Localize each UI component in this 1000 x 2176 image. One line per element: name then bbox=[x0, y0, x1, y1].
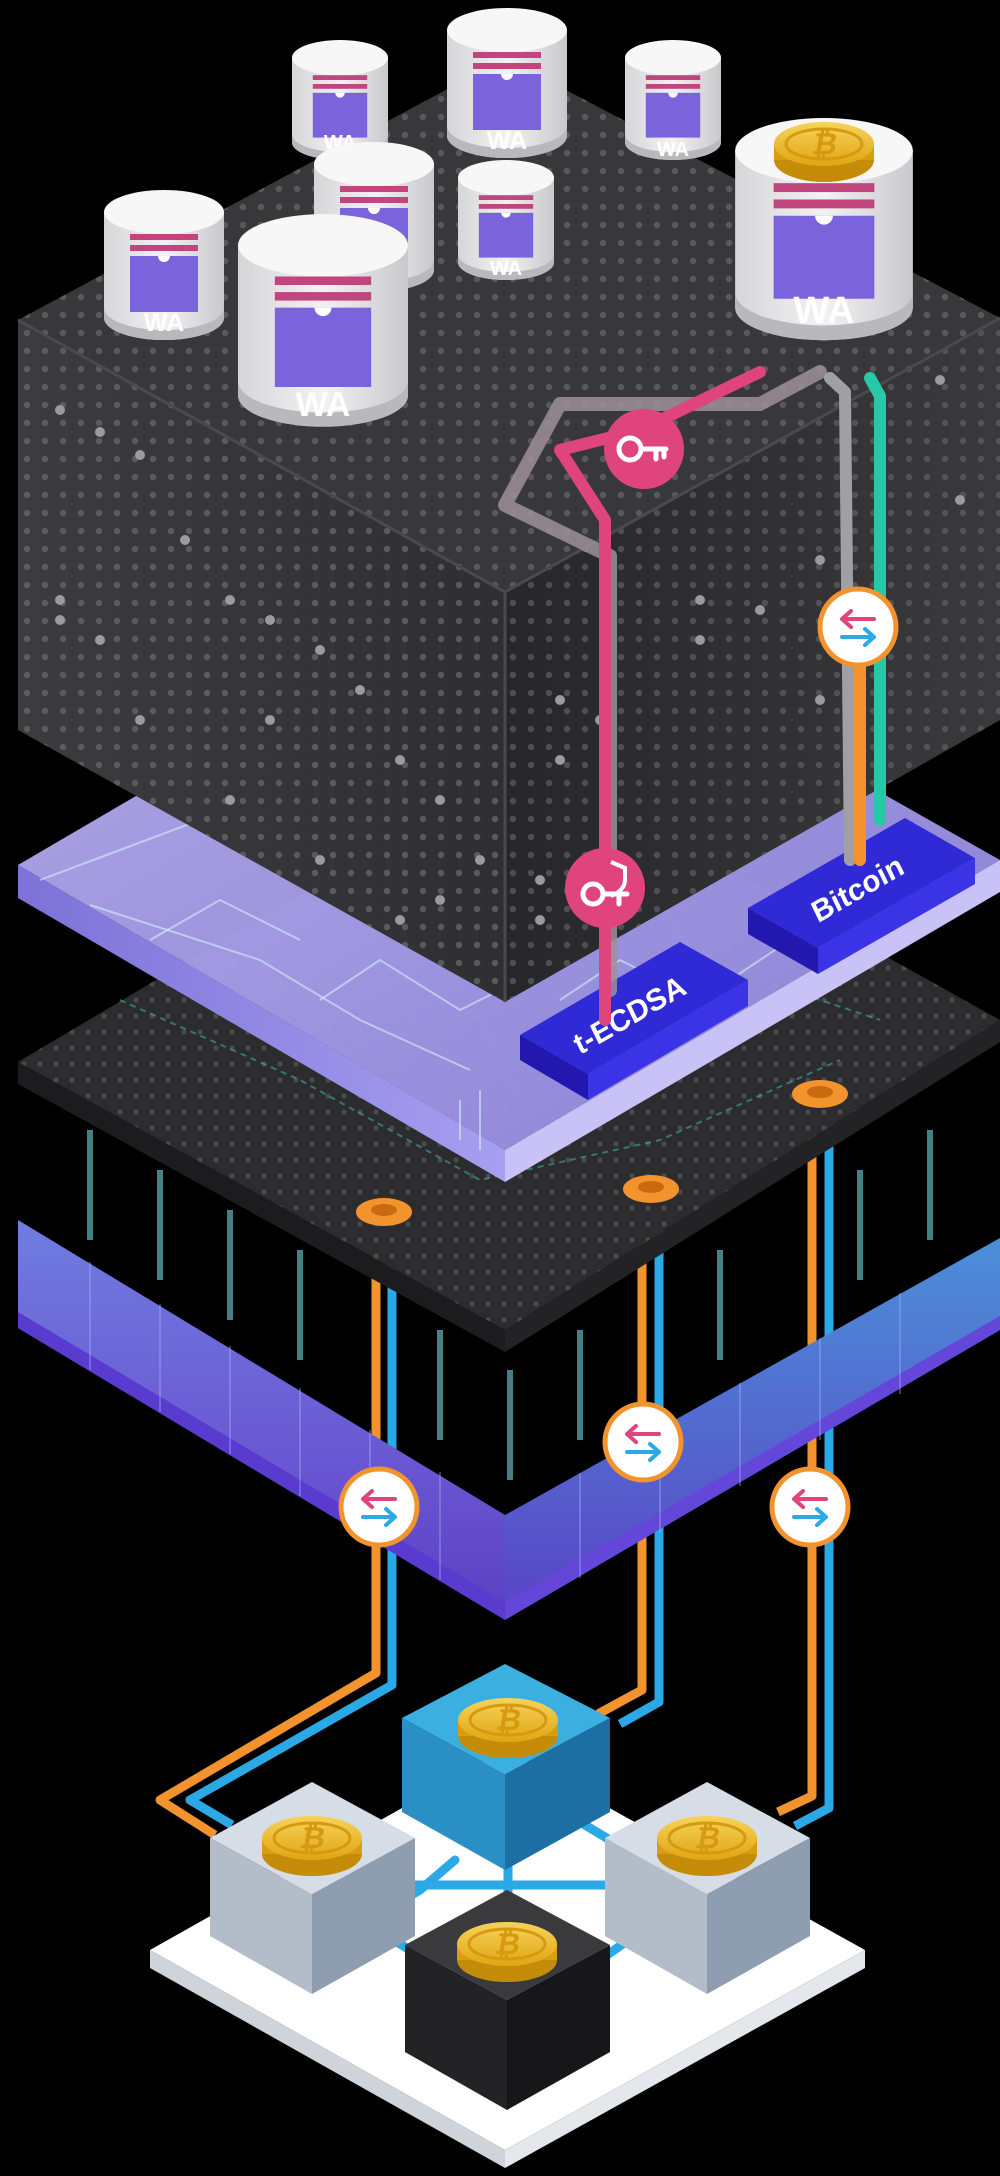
canister: WA bbox=[292, 40, 388, 160]
bitcoin-coin-icon bbox=[260, 1814, 364, 1878]
bitcoin-coin-icon bbox=[772, 120, 876, 184]
key-icon bbox=[604, 409, 684, 489]
exchange-arrows-icon bbox=[341, 1469, 417, 1545]
chip-divisions bbox=[89, 1262, 901, 1580]
tecdsa-module: t-ECDSA bbox=[520, 942, 748, 1100]
canister: WA bbox=[447, 8, 567, 158]
chip-pins bbox=[87, 1130, 933, 1480]
signature-key-icon bbox=[565, 848, 645, 928]
adapter-ports bbox=[356, 1080, 848, 1226]
canister-label: WA bbox=[490, 258, 522, 280]
bitcoin-canister: WA bbox=[735, 118, 913, 341]
canister-label: WA bbox=[487, 127, 527, 155]
bitcoin-node-left bbox=[210, 1782, 415, 1994]
bitcoin-coin-icon bbox=[655, 1814, 759, 1878]
canister-label: WA bbox=[144, 309, 184, 337]
bitcoin-node-blue bbox=[402, 1664, 610, 1870]
exchange-arrows-icon bbox=[605, 1404, 681, 1480]
exchange-arrows-icon bbox=[772, 1469, 848, 1545]
bitcoin-module: Bitcoin bbox=[748, 818, 975, 974]
canisters: WA WA WA WA WA WA WA WA bbox=[104, 8, 913, 427]
canister-label: WA bbox=[793, 290, 854, 332]
canister: WA bbox=[238, 214, 408, 427]
canister: WA bbox=[104, 190, 224, 340]
canister-label: WA bbox=[296, 386, 351, 424]
bitcoin-node-right bbox=[605, 1782, 810, 1994]
bitcoin-coin-icon bbox=[456, 1696, 560, 1760]
canister-label: WA bbox=[657, 139, 689, 161]
canister: WA bbox=[625, 40, 721, 161]
canister: WA bbox=[458, 160, 554, 280]
exchange-arrows-icon bbox=[820, 589, 896, 665]
bitcoin-coin-icon bbox=[455, 1920, 559, 1984]
bitcoin-node-black bbox=[405, 1890, 610, 2110]
